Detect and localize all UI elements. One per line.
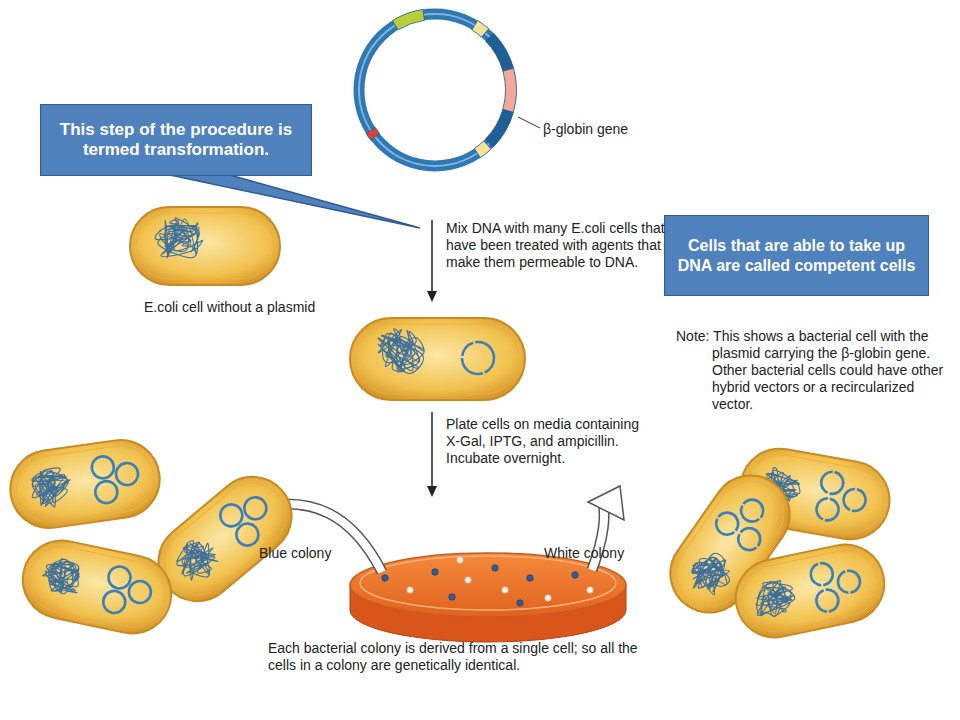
callout-text: Cells that are able to take up DNA are c…: [677, 236, 916, 274]
arrowhead: [588, 486, 624, 520]
plasmid-segment: [392, 9, 424, 29]
plasmid: [712, 508, 743, 539]
step-arrow: [431, 412, 433, 489]
plasmid-segment: [366, 128, 379, 141]
nucleoid-dna: [751, 577, 798, 620]
bacterial-cell: [655, 460, 805, 628]
plasmid: [836, 569, 862, 595]
step-arrow: [431, 220, 433, 294]
plasmid-segment: [485, 109, 513, 147]
nucleoid-dna: [169, 533, 225, 589]
bacterial-cell: [350, 318, 525, 400]
nucleoid-dna: [29, 466, 74, 510]
nucleoid-dna: [40, 556, 83, 597]
colony-label: Blue colony: [259, 545, 359, 562]
nucleoid-dna: [682, 546, 738, 603]
callout-box: Cells that are able to take up DNA are c…: [664, 215, 929, 296]
gene-label: β-globin gene: [543, 121, 673, 138]
plasmid: [232, 519, 263, 550]
plasmid-segment: [486, 33, 514, 71]
petri-dish: [350, 553, 626, 642]
plasmid: [106, 564, 132, 590]
note-text: Note: This shows a bacterial cell with t…: [676, 328, 956, 413]
nucleoid-dna: [155, 218, 203, 258]
plasmid: [737, 495, 768, 526]
plasmid: [815, 497, 840, 522]
bacterial-cell: [130, 207, 280, 285]
plasmid-segment: [472, 21, 489, 37]
plasmid: [842, 487, 867, 512]
plasmid: [101, 589, 127, 615]
plasmid: [240, 493, 271, 524]
cell-label: E.coli cell without a plasmid: [144, 299, 354, 316]
callout-text: This step of the procedure is termed tra…: [53, 120, 299, 161]
colony-label: White colony: [544, 545, 644, 562]
plasmid: [127, 579, 153, 605]
plasmid: [734, 524, 765, 555]
caption-text: Each bacterial colony is derived from a …: [268, 640, 658, 674]
plasmid: [94, 480, 119, 505]
plasmid: [462, 342, 494, 374]
plasmid: [115, 462, 140, 487]
plasmid-segment: [474, 141, 491, 158]
plasmid: [809, 561, 835, 587]
plasmid: [90, 455, 115, 480]
plasmid: [814, 588, 840, 614]
callout-box: This step of the procedure is termed tra…: [40, 104, 312, 176]
plasmid-vector: [359, 14, 511, 166]
nucleoid-dna: [378, 329, 424, 374]
bacterial-cell: [729, 537, 892, 644]
leader-line: [518, 117, 540, 128]
bacterial-cell: [16, 533, 179, 640]
callout-pointer: [170, 175, 420, 228]
arrowhead: [427, 486, 437, 497]
arrowhead: [427, 291, 437, 302]
step-text: Plate cells on media containing X-Gal, I…: [446, 416, 656, 467]
step-text: Mix DNA with many E.coli cells that have…: [446, 220, 676, 271]
bacterial-cell: [5, 435, 164, 533]
plasmid: [819, 470, 844, 495]
plasmid-segment: [503, 68, 517, 112]
